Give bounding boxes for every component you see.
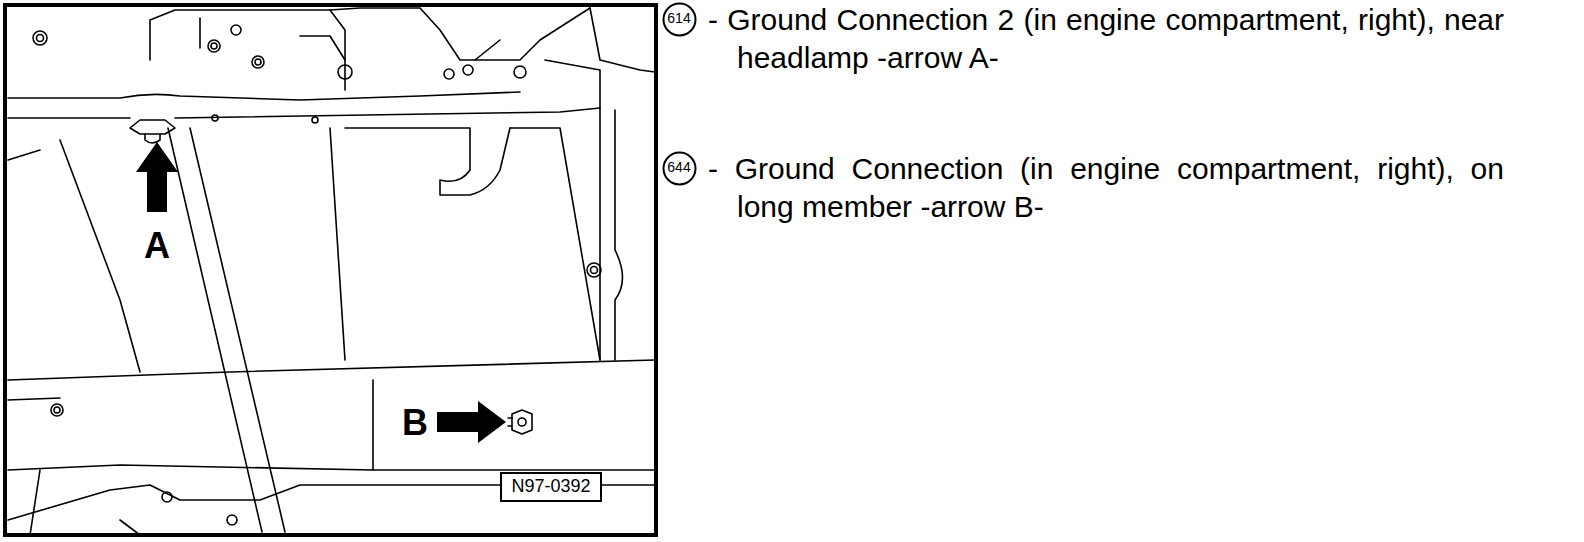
callout-description: - Ground Connection 2 (in engine compart… xyxy=(737,1,1504,77)
callout-circle: 644 xyxy=(662,151,697,186)
callout-description-holder: - Ground Connection 2 (in engine compart… xyxy=(708,1,1504,77)
figure-number-box: N97-0392 xyxy=(500,472,602,502)
callout-circle: 614 xyxy=(662,2,697,37)
callout-number: 614 xyxy=(667,11,690,26)
figure-number: N97-0392 xyxy=(511,477,590,497)
circle-outline xyxy=(663,3,695,35)
arrow-letter-holder: B xyxy=(400,405,430,441)
callout-description-holder: - Ground Connection (in engine compartme… xyxy=(708,150,1504,226)
arrow-letter-holder: A xyxy=(142,228,172,264)
callout-description: - Ground Connection (in engine compartme… xyxy=(737,150,1504,226)
circle-outline xyxy=(663,152,695,184)
arrow-letter: B xyxy=(400,405,430,441)
callout-number: 644 xyxy=(667,160,690,175)
arrow-letter: A xyxy=(142,228,172,264)
